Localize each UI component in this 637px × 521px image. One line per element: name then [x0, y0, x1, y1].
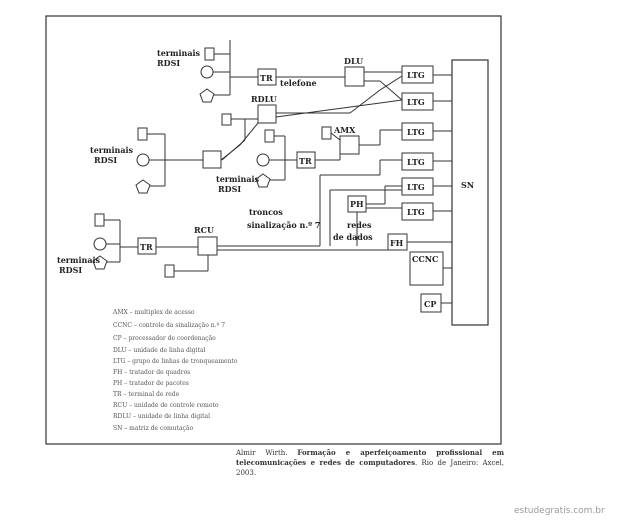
sn-label: SN — [461, 180, 474, 190]
caption-title: Formação e aperfeiçoamento profissional … — [236, 448, 505, 467]
fh-label: FH — [390, 238, 404, 248]
legend-item: DLU – unidade de linha digital — [113, 347, 206, 354]
mid-nt-box — [202, 150, 222, 169]
legend-item: LTG – grupo de linhas de tronqueamento — [113, 358, 238, 365]
terminal-square-midleft — [137, 127, 148, 141]
telefone-label: telefone — [280, 78, 317, 88]
terminal-circle-top — [200, 65, 214, 79]
terminal-circle-bottom — [93, 237, 107, 251]
tr-bottom-box — [137, 237, 157, 255]
watermark: estudegratis.com.br — [514, 506, 605, 516]
terminal-square-midcenter — [264, 129, 275, 143]
legend-item: FH – tratador de quadros — [113, 369, 190, 376]
caption-author: Almir Wirth. — [236, 449, 288, 457]
dlu-box — [344, 66, 365, 87]
legend-item: CCNC – controle da sinalização n.º 7 — [113, 322, 225, 329]
terminais-label-midcenter-2: RDSI — [218, 184, 241, 194]
rdlu-label: RDLU — [251, 94, 277, 104]
terminal-pentagon-midleft — [135, 179, 151, 194]
sn-box — [451, 59, 489, 326]
terminais-label-bottom-2: RDSI — [59, 265, 82, 275]
terminais-label-midcenter-1: terminais — [216, 174, 260, 184]
terminais-label-midleft-1: terminais — [90, 145, 134, 155]
ltg-label-5: LTG — [407, 182, 425, 192]
terminal-pentagon-bottom — [92, 255, 108, 270]
legend-item: RCU – unidade de controle remoto — [113, 402, 219, 409]
ph-label: PH — [350, 199, 364, 209]
ltg-label-4: LTG — [407, 157, 425, 167]
tr-top-label: TR — [260, 73, 273, 83]
terminais-label-midleft-2: RDSI — [94, 155, 117, 165]
redes-label-2: de dados — [333, 232, 373, 242]
caption-publisher: . Rio de Janeiro: Axcel, 2003. — [236, 459, 504, 477]
terminais-label-bottom-1: terminais — [57, 255, 101, 265]
amx-label: AMX — [333, 125, 356, 135]
troncos-label-2: sinalização n.º 7 — [247, 220, 320, 230]
ltg-label-2: LTG — [407, 97, 425, 107]
diagram-frame — [45, 15, 502, 445]
tr-mid-label: TR — [299, 156, 312, 166]
rdlu-box — [257, 104, 277, 124]
legend-item: TR – terminal de rede — [113, 391, 180, 398]
tr-bottom-label: TR — [140, 242, 153, 252]
ltg-label-6: LTG — [407, 207, 425, 217]
terminal-square-bottom — [94, 213, 105, 227]
ccnc-box — [409, 251, 444, 286]
legend-item: CP – processador de coordenação — [113, 335, 216, 342]
terminal-circle-midcenter — [256, 153, 270, 167]
ccnc-label: CCNC — [412, 254, 438, 264]
terminal-square-top — [204, 47, 215, 61]
legend-item: PH – tratador de pacotes — [113, 380, 189, 387]
amx-box — [339, 135, 360, 155]
redes-label-1: redes — [347, 220, 372, 230]
cp-label: CP — [424, 299, 436, 309]
source-caption: Almir Wirth. Formação e aperfeiçoamento … — [236, 448, 504, 478]
terminal-pentagon-midcenter — [255, 173, 271, 188]
dlu-label: DLU — [344, 56, 363, 66]
terminal-circle-midleft — [136, 153, 150, 167]
legend-item: AMX – multiplex de acesso — [112, 309, 195, 316]
terminal-pentagon-top — [199, 88, 215, 103]
rcu-box — [197, 236, 218, 256]
ltg-label-3: LTG — [407, 127, 425, 137]
legend-item: SN – matriz de comutação — [113, 425, 193, 432]
terminais-label-top-1: terminais — [157, 48, 201, 58]
rcu-label: RCU — [194, 225, 214, 235]
terminais-label-top-2: RDSI — [157, 58, 180, 68]
legend: AMX – multiplex de acesso CCNC – control… — [112, 309, 238, 432]
troncos-label-1: troncos — [249, 207, 283, 217]
ltg-label-1: LTG — [407, 70, 425, 80]
legend-item: RDLU – unidade de linha digital — [113, 413, 210, 420]
